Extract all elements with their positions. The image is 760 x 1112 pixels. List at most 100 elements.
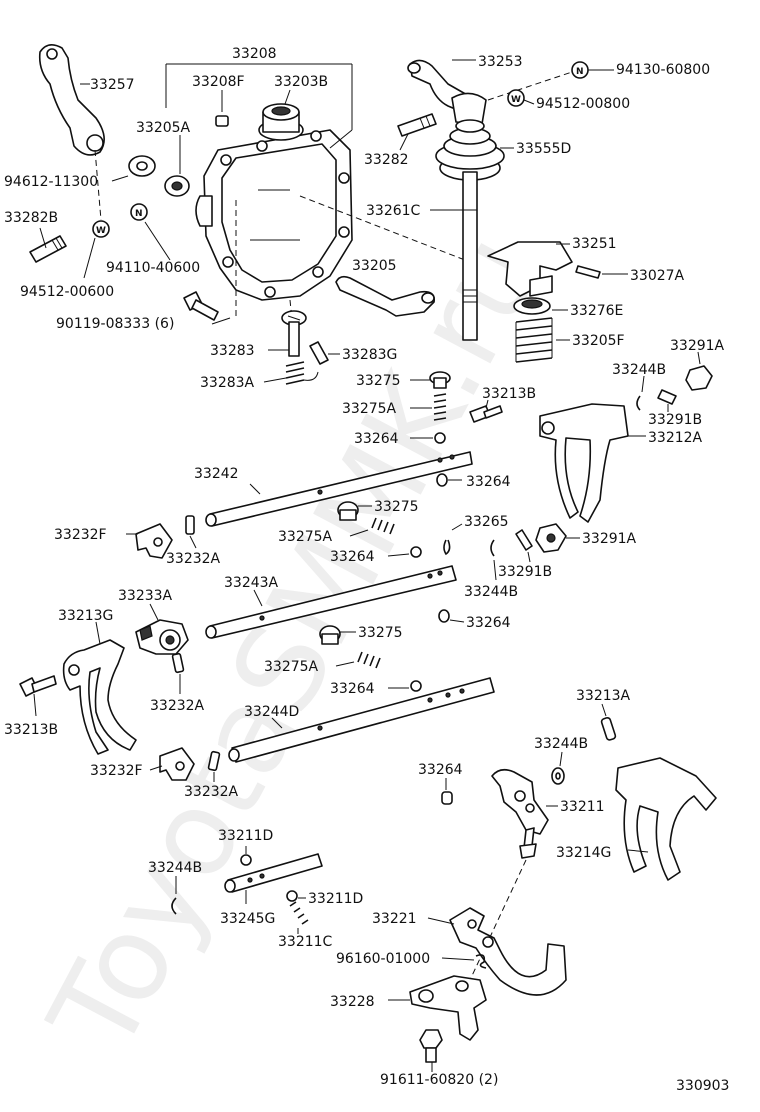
clip-33244B-mid xyxy=(490,539,495,557)
cap-33275-top xyxy=(429,371,451,389)
seal-33205A xyxy=(164,175,190,197)
selector-33251 xyxy=(487,241,573,297)
label-33232A-2: 33232A xyxy=(150,698,205,714)
cap-33275-low xyxy=(319,625,341,645)
label-33211C: 33211C xyxy=(278,934,333,950)
label-33283: 33283 xyxy=(210,343,255,359)
bracket-33228 xyxy=(409,975,487,1041)
pin-33282 xyxy=(397,113,437,137)
rod-33242 xyxy=(205,451,473,527)
ring-33264-4 xyxy=(438,609,450,623)
pin-33282B xyxy=(29,235,67,263)
label-33282: 33282 xyxy=(364,152,409,168)
label-33213A: 33213A xyxy=(576,688,631,704)
label-33244B-1: 33244B xyxy=(612,362,666,378)
label-33275A-2: 33275A xyxy=(278,529,333,545)
label-33232F-2: 33232F xyxy=(90,763,143,779)
badge-n-right: N xyxy=(571,61,589,79)
pin-33213A xyxy=(600,716,617,741)
pin-33291B-mid xyxy=(515,529,533,551)
label-94110: 94110-40600 xyxy=(106,260,200,276)
label-33291A-2: 33291A xyxy=(582,531,637,547)
pin-33291B-top xyxy=(657,389,677,405)
badge-w-right: W xyxy=(507,89,525,107)
label-33283G: 33283G xyxy=(342,347,397,363)
pin-33265 xyxy=(443,539,451,556)
pin-33027A xyxy=(575,265,601,279)
label-33251: 33251 xyxy=(572,236,617,252)
label-33027A: 33027A xyxy=(630,268,685,284)
label-33264-3: 33264 xyxy=(330,549,375,565)
svg-text:N: N xyxy=(135,209,143,219)
label-33211D-2: 33211D xyxy=(308,891,363,907)
label-33205A: 33205A xyxy=(136,120,191,136)
badge-w-left: W xyxy=(92,220,110,238)
label-33291B-2: 33291B xyxy=(498,564,552,580)
block-33232F-top xyxy=(135,523,173,559)
bolt-33213B-top xyxy=(469,405,503,423)
diagram-code: 330903 xyxy=(676,1078,729,1094)
ball-33264-3 xyxy=(410,546,422,558)
label-33244D: 33244D xyxy=(244,704,299,720)
label-33264-1: 33264 xyxy=(354,431,399,447)
label-94512a: 94512-00800 xyxy=(536,96,630,112)
clip-33244B-bottom xyxy=(171,897,177,915)
plug-33208F xyxy=(215,115,229,127)
label-33243A: 33243A xyxy=(224,575,279,591)
nut-33291A-mid xyxy=(535,523,567,553)
label-90119: 90119-08333 (6) xyxy=(56,316,174,332)
label-33203B: 33203B xyxy=(274,74,328,90)
label-33257: 33257 xyxy=(90,77,135,93)
lever-33253 xyxy=(407,59,487,125)
pin-33232A-top xyxy=(185,515,195,535)
label-33264-5: 33264 xyxy=(330,681,375,697)
cap-33275-mid xyxy=(337,501,359,521)
washer-94612 xyxy=(128,155,156,177)
label-94130: 94130-60800 xyxy=(616,62,710,78)
label-33232A-3: 33232A xyxy=(184,784,239,800)
boot-33555D xyxy=(435,119,505,181)
label-33208: 33208 xyxy=(232,46,277,62)
label-91611: 91611-60820 (2) xyxy=(380,1072,498,1088)
lever-33257 xyxy=(38,44,105,156)
label-33214G: 33214G xyxy=(556,845,611,861)
label-33276E: 33276E xyxy=(570,303,623,319)
label-33233A: 33233A xyxy=(118,588,173,604)
spring-33211C xyxy=(289,901,309,925)
label-33244B-3: 33244B xyxy=(534,736,588,752)
label-33205F: 33205F xyxy=(572,333,625,349)
fork-33212A xyxy=(539,403,629,523)
label-33205: 33205 xyxy=(352,258,397,274)
fork-33214G xyxy=(615,757,717,881)
bolt-33213B-left xyxy=(19,675,57,697)
label-33242: 33242 xyxy=(194,466,239,482)
spring-33275A-mid xyxy=(371,517,395,535)
label-33228: 33228 xyxy=(330,994,375,1010)
housing-33208 xyxy=(195,129,353,301)
label-33232F-1: 33232F xyxy=(54,527,107,543)
rod-33245G xyxy=(224,853,323,893)
label-33291B-1: 33291B xyxy=(648,412,702,428)
label-94612: 94612-11300 xyxy=(4,174,98,190)
rod-33244D xyxy=(228,677,495,763)
nut-33291A-top xyxy=(685,365,713,391)
lever-33205 xyxy=(335,275,436,317)
part-labels: 33208 33208F 33203B 33257 33205A 33253 9… xyxy=(4,46,725,1088)
spring-33275A-top xyxy=(433,393,447,421)
label-33264-4: 33264 xyxy=(466,615,511,631)
label-33245G: 33245G xyxy=(220,911,275,927)
label-33282B: 33282B xyxy=(4,210,58,226)
label-33275-3: 33275 xyxy=(358,625,403,641)
bolt-91611 xyxy=(419,1029,443,1063)
label-33221: 33221 xyxy=(372,911,417,927)
fork-33221 xyxy=(449,907,567,996)
label-33275A-3: 33275A xyxy=(264,659,319,675)
pin-33232A-mid xyxy=(171,652,185,674)
label-33244B-2: 33244B xyxy=(464,584,518,600)
label-33261C: 33261C xyxy=(366,203,421,219)
ball-33264-1 xyxy=(434,432,446,444)
label-33291A-1: 33291A xyxy=(670,338,725,354)
label-33264-2: 33264 xyxy=(466,474,511,490)
label-33275-1: 33275 xyxy=(356,373,401,389)
